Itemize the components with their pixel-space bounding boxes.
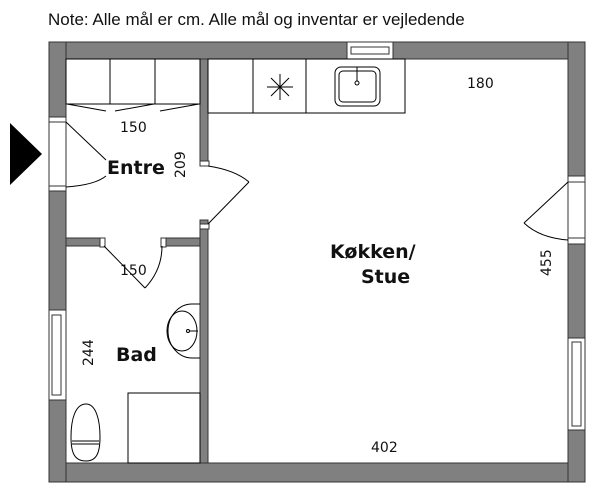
dim-entre-width: 150 [120,120,147,136]
note-text: Note: Alle mål er cm. Alle mål og invent… [48,10,465,29]
room-label-stue: Stue [361,266,410,288]
room-label-entre: Entre [107,157,165,179]
kitchen-sink-icon [334,66,381,107]
bathroom-door [99,237,167,289]
stove-icon [267,74,293,100]
right-window [567,337,586,431]
kitchen-counter [207,58,406,114]
dim-kitchen-width: 402 [371,440,398,456]
dim-bad-width: 150 [120,263,147,279]
room-label-kitchen: Køkken/ [330,241,416,263]
room-label-bad: Bad [116,344,157,366]
entrance-door [48,116,107,192]
bathroom-sink-icon [166,303,200,359]
left-window [48,309,67,401]
entrance-arrow-icon [10,123,42,185]
shower-area [127,392,201,464]
right-door [523,175,586,245]
dim-kitchen-top: 180 [467,76,494,92]
kitchen-door [199,160,250,230]
toilet-icon [70,403,101,462]
interior-walls [65,58,209,464]
entre-wardrobe [65,58,201,112]
dim-entre-depth: 209 [173,151,189,178]
top-window [346,41,394,60]
dim-bad-depth: 244 [81,339,97,366]
dim-kitchen-depth: 455 [539,249,555,276]
